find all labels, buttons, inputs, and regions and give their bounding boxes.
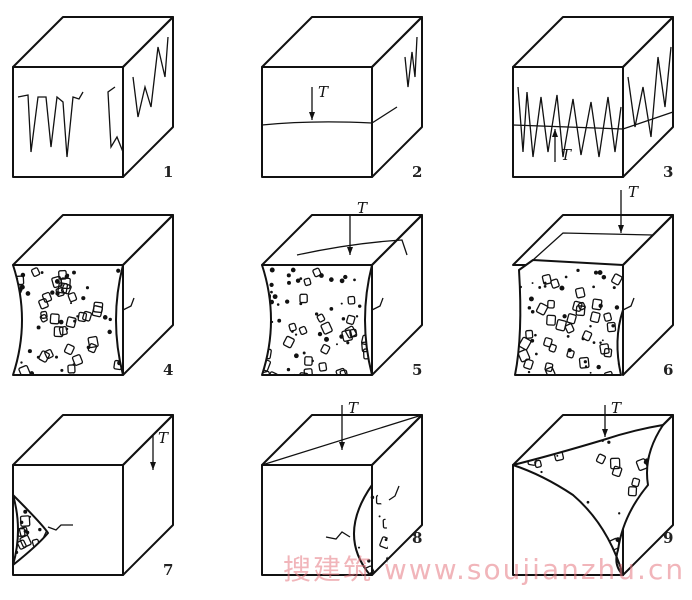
watermark: 搜建筑 www.soujianzhu.cn — [283, 553, 686, 586]
panel-7: T7 — [12, 414, 174, 579]
cube-front-face — [512, 66, 624, 178]
cube-right-face — [371, 214, 423, 376]
panel-number: 3 — [663, 163, 673, 181]
cube-front-face — [261, 464, 373, 576]
panel-8: T8 — [261, 399, 423, 576]
panel-number: 9 — [663, 529, 673, 547]
panel-1: 1 — [12, 16, 174, 181]
cube-front-face — [12, 66, 124, 178]
force-label-t: T — [611, 399, 622, 417]
cube-right-face — [371, 16, 423, 178]
aggregate — [262, 267, 372, 375]
cube-front-face — [514, 259, 624, 376]
panel-4: 4 — [12, 214, 174, 379]
cube-right-face — [371, 414, 423, 576]
panel-number: 7 — [163, 561, 173, 579]
panel-6: T6 — [512, 183, 674, 379]
cube-right-face — [622, 214, 674, 376]
panel-5: T5 — [261, 199, 423, 379]
force-label-t: T — [628, 183, 639, 201]
aggregate — [13, 267, 123, 375]
cube-right-face — [122, 214, 174, 376]
panel-number: 5 — [412, 361, 422, 379]
cube-front-face — [12, 464, 124, 576]
panel-number: 4 — [163, 361, 173, 379]
panel-9: T9 — [512, 399, 674, 576]
panel-number: 2 — [412, 163, 422, 181]
panel-number: 8 — [412, 529, 422, 547]
panel-number: 1 — [163, 163, 173, 181]
aggregate — [515, 268, 623, 375]
force-label-t: T — [158, 429, 169, 447]
panel-2: T2 — [261, 16, 423, 181]
force-label-t: T — [561, 146, 572, 164]
force-label-t: T — [318, 83, 329, 101]
force-label-t: T — [357, 199, 368, 217]
panel-3: T3 — [512, 16, 674, 181]
force-label-t: T — [348, 399, 359, 417]
panel-number: 6 — [663, 361, 673, 379]
